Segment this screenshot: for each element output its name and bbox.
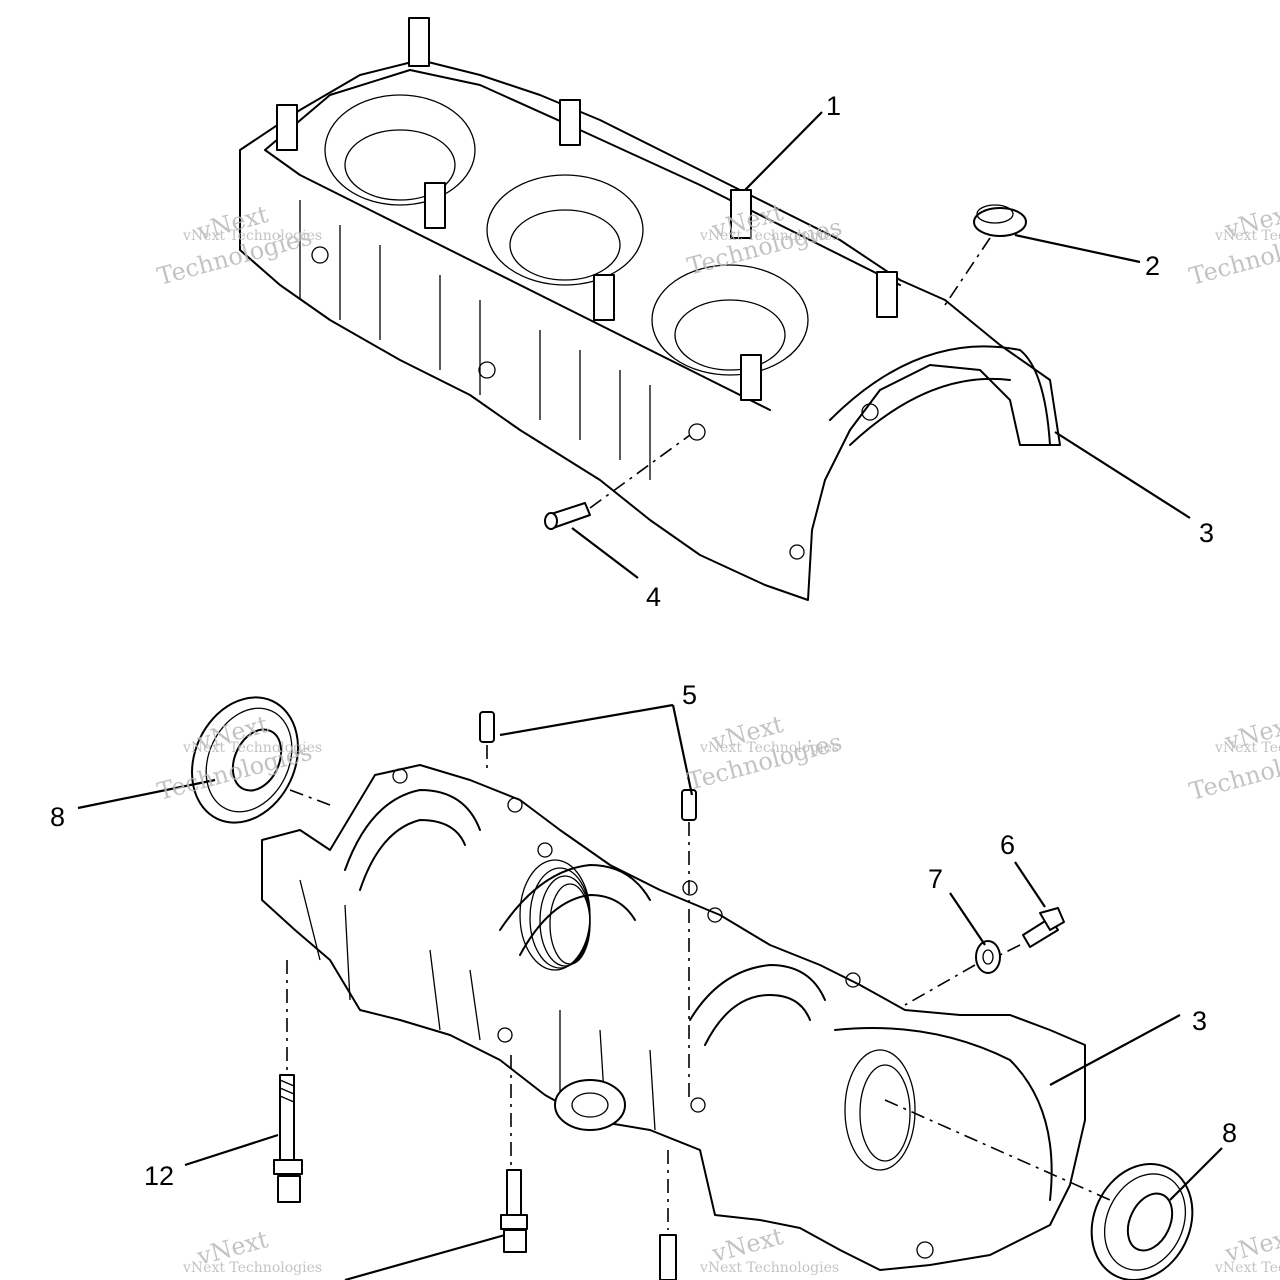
callout-5: 5	[682, 680, 697, 710]
oil-seal-part-8-left	[191, 696, 299, 824]
callout-1: 1	[826, 91, 841, 121]
watermark-text: vNext Technologies	[699, 228, 839, 244]
watermark-text: vNext Technologies	[699, 740, 839, 756]
watermark-text: vNext Technologies	[1214, 740, 1280, 756]
upper-crankcase-half	[239, 17, 1061, 601]
watermark-text: vNext Technologies	[699, 1260, 839, 1276]
dowel-pin-part-4	[544, 502, 591, 530]
bolt-part-12-middle	[500, 1169, 528, 1253]
leader-lines	[77, 111, 1223, 1280]
oil-seal-part-8-right	[1090, 1162, 1194, 1280]
callout-7: 7	[928, 864, 943, 894]
callout-6: 6	[1000, 830, 1015, 860]
stud-bottom	[659, 1234, 677, 1280]
watermark-text: vNext Technologies	[182, 740, 322, 756]
watermark-text: vNext Technologies	[1214, 1260, 1280, 1276]
watermark-text: vNext Technologies	[1214, 228, 1280, 244]
callout-12: 12	[144, 1161, 174, 1191]
screw-part-6	[1022, 907, 1065, 948]
callout-2: 2	[1145, 251, 1160, 281]
watermark-text: vNext Technologies	[182, 1260, 322, 1276]
washer-part-7	[975, 940, 1001, 974]
callout-3-top: 3	[1199, 518, 1214, 548]
labyrinth-seal-grooves	[519, 859, 591, 971]
callout-8-left: 8	[50, 802, 65, 832]
lower-crankcase-half	[261, 764, 1086, 1271]
callout-3-bottom: 3	[1192, 1006, 1207, 1036]
callout-4: 4	[646, 582, 661, 612]
watermark-text: vNext Technologies	[182, 228, 322, 244]
bolt-part-12-left	[273, 1074, 303, 1203]
callout-8-right: 8	[1222, 1118, 1237, 1148]
plug-part-2	[973, 204, 1027, 237]
dowel-pins-part-5	[479, 711, 697, 821]
crankcase-studs	[276, 17, 898, 401]
